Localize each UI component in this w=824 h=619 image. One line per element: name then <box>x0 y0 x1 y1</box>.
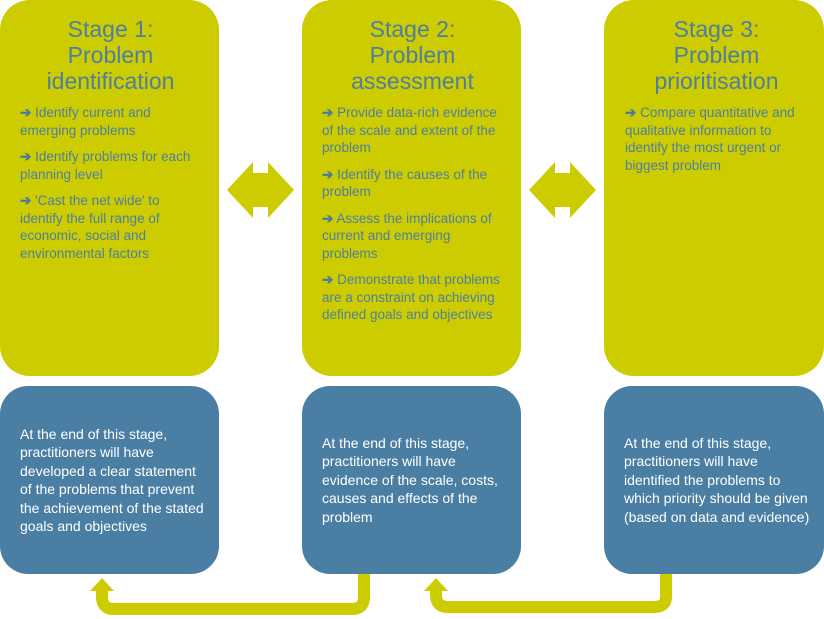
arrow-right-icon: ➔ <box>322 105 334 120</box>
double-arrow-icon <box>529 162 596 218</box>
arrow-right-icon: ➔ <box>322 210 334 226</box>
bullet-text: Identify the causes of the problem <box>322 166 488 200</box>
stage-1-title-line2: Problem <box>67 42 154 68</box>
stage-1-bullet: ➔ Identify current and emerging problems <box>20 104 201 139</box>
stage-3-title-line2: Problem <box>673 42 760 68</box>
stage-3-title-line1: Stage 3: <box>673 16 760 42</box>
bullet-text: Compare quantitative and qualitative inf… <box>625 105 795 173</box>
bullet-text: Provide data-rich evidence of the scale … <box>322 105 497 155</box>
stage-2-title-line1: Stage 2: <box>369 16 456 42</box>
stage-1-bullet: ➔ Identify problems for each planning le… <box>20 148 201 183</box>
stage-2-title-line3: assessment <box>351 68 474 94</box>
bullet-text: 'Cast the net wide' to identify the full… <box>20 193 160 261</box>
stage-3-bullets: ➔ Compare quantitative and qualitative i… <box>625 104 808 174</box>
stage-1-bullet: ➔ 'Cast the net wide' to identify the fu… <box>20 192 201 262</box>
arrow-right-icon: ➔ <box>20 105 32 120</box>
stage-1-outcome-text: At the end of this stage, practitioners … <box>20 425 204 535</box>
stage-3-outcome-text: At the end of this stage, practitioners … <box>624 434 810 525</box>
stage-3-title-line3: prioritisation <box>654 68 779 94</box>
feedback-arrow-icon <box>90 574 370 615</box>
stage-1-title-line1: Stage 1: <box>67 16 154 42</box>
stage-2-bullet: ➔ Demonstrate that problems are a constr… <box>322 271 503 324</box>
stage-3-title: Stage 3: Problem prioritisation <box>625 16 808 94</box>
stage-2-title: Stage 2: Problem assessment <box>322 16 503 94</box>
arrow-right-icon: ➔ <box>20 193 32 208</box>
bullet-text: Identify current and emerging problems <box>20 105 151 138</box>
stage-1-box: Stage 1: Problem identification ➔ Identi… <box>0 0 219 376</box>
feedback-arrow-icon <box>424 574 672 613</box>
double-arrow-icon <box>227 162 294 218</box>
bullet-text: Identify problems for each planning leve… <box>20 149 191 182</box>
stage-1-title-line3: identification <box>46 68 175 94</box>
stage-2-bullet: ➔ Provide data-rich evidence of the scal… <box>322 104 503 157</box>
stage-1-title: Stage 1: Problem identification <box>20 16 201 94</box>
stage-3-bullet: ➔ Compare quantitative and qualitative i… <box>625 104 808 174</box>
stage-2-title-line2: Problem <box>369 42 456 68</box>
bullet-text: Demonstrate that problems are a constrai… <box>322 272 500 322</box>
arrow-right-icon: ➔ <box>20 149 32 164</box>
stage-2-bullet: ➔ Assess the implications of current and… <box>322 210 503 263</box>
stage-2-bullet: ➔ Identify the causes of the problem <box>322 166 503 201</box>
stage-3-box: Stage 3: Problem prioritisation ➔ Compar… <box>604 0 824 376</box>
stage-1-bullets: ➔ Identify current and emerging problems… <box>20 104 201 262</box>
stage-2-bullets: ➔ Provide data-rich evidence of the scal… <box>322 104 503 324</box>
arrow-right-icon: ➔ <box>625 105 637 120</box>
stage-3-outcome-box: At the end of this stage, practitioners … <box>604 386 824 574</box>
arrow-right-icon: ➔ <box>322 272 334 287</box>
stage-2-outcome-text: At the end of this stage, practitioners … <box>322 434 498 525</box>
stage-2-box: Stage 2: Problem assessment ➔ Provide da… <box>302 0 521 376</box>
arrow-right-icon: ➔ <box>322 166 334 182</box>
stage-1-outcome-box: At the end of this stage, practitioners … <box>0 386 219 574</box>
bullet-text: Assess the implications of current and e… <box>322 210 492 261</box>
stage-2-outcome-box: At the end of this stage, practitioners … <box>302 386 521 574</box>
